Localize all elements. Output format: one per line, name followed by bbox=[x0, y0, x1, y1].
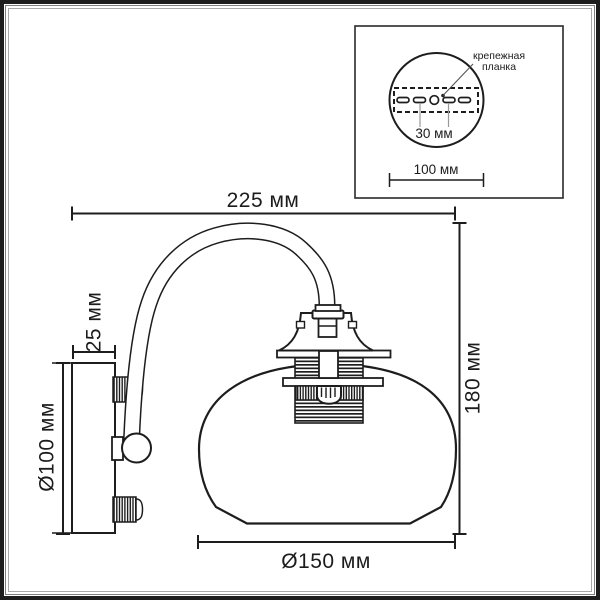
bell-tab-left bbox=[295, 320, 306, 329]
dim-inset-plate-width-label: 100 мм bbox=[414, 162, 459, 177]
arm-collar-top bbox=[314, 304, 342, 312]
slot-3 bbox=[442, 96, 456, 104]
dim-slot-spacing-label: 30 мм bbox=[415, 126, 452, 141]
sconce-side-view bbox=[52, 222, 458, 534]
mounting-strip-label-line2: планка bbox=[482, 61, 516, 73]
dim-plate-diameter-label: Ø100 мм bbox=[36, 402, 59, 492]
socket-lower-flange bbox=[282, 377, 384, 387]
glass-shade bbox=[197, 362, 458, 525]
dim-top-width: 225 мм bbox=[71, 189, 456, 221]
socket-assembly bbox=[276, 304, 392, 424]
dim-right-height-label: 180 мм bbox=[462, 342, 485, 415]
dim-plate-depth: 25 мм bbox=[72, 292, 116, 359]
dimension-annotations: 225 мм 180 мм 25 мм Ø100 мм bbox=[36, 189, 485, 573]
mounting-strip-dashed bbox=[393, 87, 479, 113]
mounting-strip-label-line1: крепежная bbox=[473, 50, 525, 62]
slot-1 bbox=[396, 96, 410, 104]
slot-4 bbox=[457, 96, 472, 104]
dim-top-width-label: 225 мм bbox=[227, 189, 300, 212]
dim-inset-plate-width: 100 мм bbox=[388, 162, 485, 187]
slot-2 bbox=[412, 96, 427, 104]
mounting-slots bbox=[396, 94, 472, 106]
knurled-screw-bottom bbox=[112, 496, 144, 523]
dim-plate-depth-label: 25 мм bbox=[83, 292, 106, 353]
curved-arm bbox=[123, 222, 336, 442]
bulb-holder-cup bbox=[316, 385, 342, 405]
ball-joint bbox=[121, 432, 152, 464]
mounting-detail-inset: крепежная планка 30 мм 100 мм bbox=[354, 25, 564, 199]
center-hole bbox=[429, 94, 440, 106]
socket-clip bbox=[318, 350, 339, 379]
dim-slot-spacing: 30 мм bbox=[415, 103, 453, 141]
dim-shade-diameter-label: Ø150 мм bbox=[281, 550, 371, 573]
dim-shade-diameter: Ø150 мм bbox=[197, 535, 456, 573]
dim-right-height: 180 мм bbox=[452, 222, 485, 535]
socket-insert bbox=[317, 317, 338, 338]
wall-plate bbox=[71, 362, 116, 534]
dim-plate-diameter: Ø100 мм bbox=[36, 362, 70, 535]
leader-line bbox=[442, 63, 474, 96]
bell-tab-right bbox=[347, 320, 358, 329]
